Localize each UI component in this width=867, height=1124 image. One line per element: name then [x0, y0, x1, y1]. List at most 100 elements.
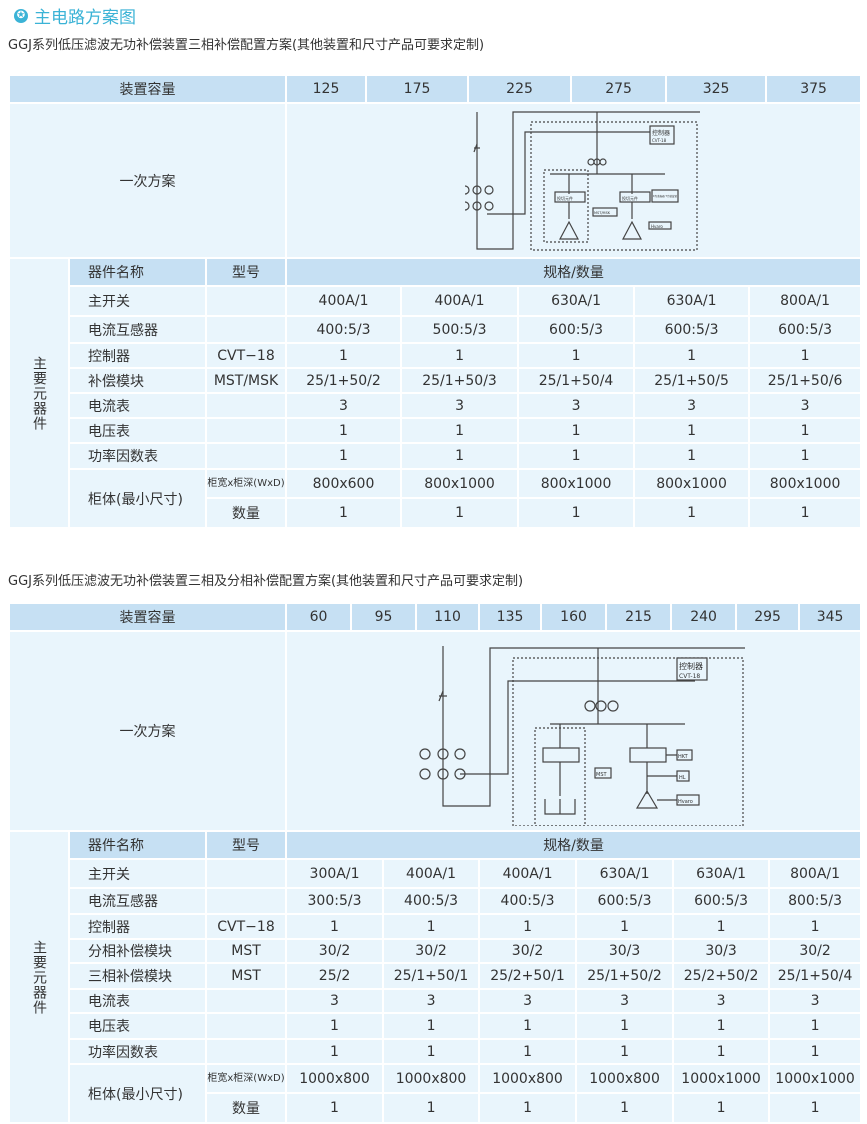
- spec-value: 30/2: [768, 938, 863, 964]
- component-name: 功率因数表: [68, 1038, 207, 1065]
- group-label: 主要元器件: [8, 830, 70, 1124]
- spec-value: 630A/1: [517, 285, 636, 317]
- spec-value: 1: [517, 442, 636, 470]
- capacity-value: 125: [285, 74, 368, 104]
- component-model: [204, 417, 288, 444]
- spec-value: 3: [575, 988, 675, 1014]
- spec-value: 400:5/3: [478, 887, 578, 915]
- spec-value: 25/1+50/4: [768, 962, 863, 990]
- cabinet-qty: 1: [382, 1092, 481, 1124]
- spec-value: 1: [748, 417, 863, 444]
- spec-value: 1: [672, 1038, 771, 1065]
- col-name-header: 器件名称: [68, 257, 207, 287]
- qty-label: 数量: [204, 497, 288, 529]
- cabinet-size: 800x1000: [517, 468, 636, 499]
- spec-value: 600:5/3: [517, 315, 636, 344]
- component-model: [204, 1012, 288, 1040]
- spec-value: 30/3: [672, 938, 771, 964]
- component-model: MST/MSK: [204, 367, 288, 394]
- scheme-label: 一次方案: [7, 102, 288, 259]
- cabinet-size: 800x1000: [633, 468, 751, 499]
- spec-value: 1: [748, 442, 863, 470]
- spec-value: 400A/1: [478, 858, 578, 889]
- component-model: [204, 392, 288, 419]
- star-icon: ✪: [14, 8, 28, 23]
- spec-value: 1: [748, 342, 863, 369]
- table1-title: GGJ系列低压滤波无功补偿装置三相补偿配置方案(其他装置和尺寸产品可要求定制): [8, 38, 485, 53]
- spec-value: 1: [285, 1038, 385, 1065]
- switch-label: 投切元件: [557, 195, 573, 201]
- spec-value: 1: [672, 1012, 771, 1040]
- cabinet-qty: 1: [748, 497, 863, 529]
- hl-label: HL: [679, 775, 686, 781]
- spec-value: 1: [633, 342, 751, 369]
- cabinet-size: 1000x1000: [672, 1063, 771, 1094]
- switch-label: 投切元件: [622, 195, 638, 201]
- spec-value: 3: [400, 392, 520, 419]
- spec-value: 3: [382, 988, 481, 1014]
- cabinet-size: 1000x800: [285, 1063, 385, 1094]
- controller-label: 控制器: [679, 661, 703, 671]
- spec-value: 1: [575, 1038, 675, 1065]
- hkt-label: HKT: [678, 754, 689, 760]
- spec-value: 400A/1: [285, 285, 403, 317]
- component-name: 电流表: [68, 988, 207, 1014]
- component-model: MST: [204, 962, 288, 990]
- circuit-diagram-1: 控制器 CVT-18 投切元件 投切元件 MST/MSK K为谐振器 T为谐波管…: [465, 111, 700, 251]
- cabinet-qty: 1: [768, 1092, 863, 1124]
- col-model-header: 型号: [204, 257, 288, 287]
- capacity-value: 225: [467, 74, 573, 104]
- component-model: [204, 442, 288, 470]
- col-spec-header: 规格/数量: [285, 830, 863, 860]
- component-model: [204, 988, 288, 1014]
- table2-title: GGJ系列低压滤波无功补偿装置三相及分相补偿配置方案(其他装置和尺寸产品可要求定…: [8, 574, 524, 589]
- capacity-value: 110: [415, 602, 481, 632]
- spec-value: 600:5/3: [633, 315, 751, 344]
- spec-value: 1: [400, 442, 520, 470]
- component-model: [204, 285, 288, 317]
- cabinet-label: 柜体(最小尺寸): [68, 468, 207, 529]
- spec-value: 300:5/3: [285, 887, 385, 915]
- scheme-diagram-cell: [285, 630, 863, 832]
- spec-value: 400:5/3: [382, 887, 481, 915]
- spec-value: 3: [748, 392, 863, 419]
- spec-value: 30/3: [575, 938, 675, 964]
- component-name: 电压表: [68, 417, 207, 444]
- spec-value: 25/1+50/4: [517, 367, 636, 394]
- spec-value: 630A/1: [672, 858, 771, 889]
- spec-value: 1: [633, 417, 751, 444]
- spec-value: 3: [672, 988, 771, 1014]
- component-name: 三相补偿模块: [68, 962, 207, 990]
- spec-value: 800A/1: [748, 285, 863, 317]
- scheme-diagram-cell: [285, 102, 863, 259]
- spec-value: 1: [400, 342, 520, 369]
- component-name: 补偿模块: [68, 367, 207, 394]
- spec-value: 630A/1: [633, 285, 751, 317]
- capacity-label: 装置容量: [7, 602, 288, 632]
- spec-value: 800:5/3: [768, 887, 863, 915]
- spec-value: 600:5/3: [575, 887, 675, 915]
- col-model-header: 型号: [204, 830, 288, 860]
- cabinet-qty: 1: [575, 1092, 675, 1124]
- qty-label: 数量: [204, 1092, 288, 1124]
- component-name: 控制器: [68, 913, 207, 940]
- cabinet-qty: 1: [285, 497, 403, 529]
- component-name: 电压表: [68, 1012, 207, 1040]
- capacity-value: 95: [350, 602, 418, 632]
- spec-value: 400A/1: [382, 858, 481, 889]
- component-name: 电流表: [68, 392, 207, 419]
- component-name: 电流互感器: [68, 887, 207, 915]
- component-name: 控制器: [68, 342, 207, 369]
- circuit-diagram-2: 控制器 CVT-18 MST HKT HL Hvaro: [419, 646, 745, 826]
- spec-value: 3: [768, 988, 863, 1014]
- spec-value: 1: [478, 913, 578, 940]
- capacity-value: 295: [735, 602, 801, 632]
- col-spec-header: 规格/数量: [285, 257, 863, 287]
- capacity-value: 325: [665, 74, 768, 104]
